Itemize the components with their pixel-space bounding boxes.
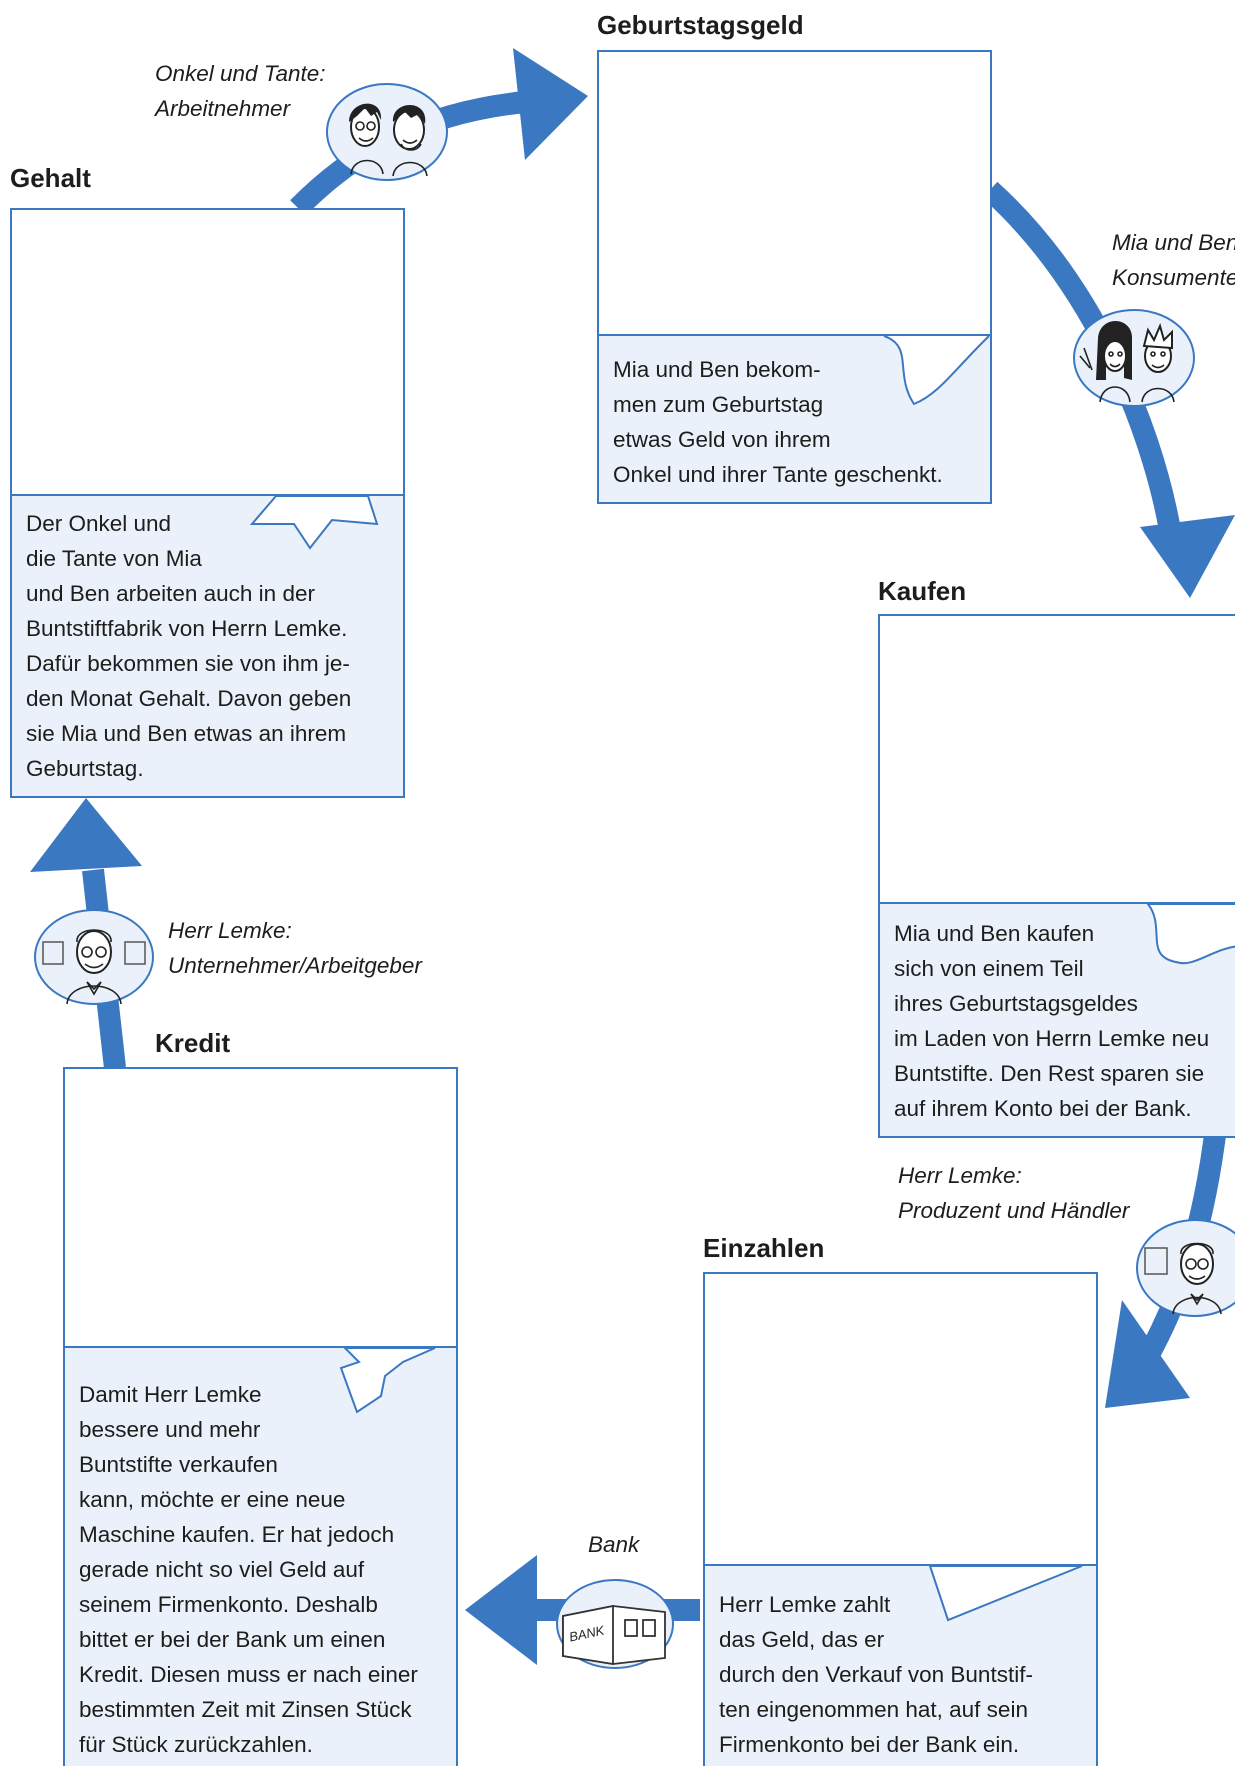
text-kredit: Damit Herr Lemke bessere und mehr Buntst… [79,1382,418,1757]
caption-gehalt: Der Onkel und die Tante von Mia und Ben … [12,494,403,796]
arrowhead-geburtstagsgeld [513,48,588,160]
panel-einzahlen: Herr Lemke zahlt das Geld, das er durch … [703,1272,1098,1766]
title-gehalt: Gehalt [10,163,91,193]
herr-lemke-portrait-icon [34,909,154,1005]
panel-kredit: Damit Herr Lemke bessere und mehr Buntst… [63,1067,458,1766]
arrowhead-einzahlen [1105,1300,1190,1408]
role-mia-ben: Mia und Ben: Konsumenten [1112,230,1235,290]
speech-notch [1145,903,1235,965]
text-einzahlen: Herr Lemke zahlt das Geld, das er durch … [719,1592,1033,1757]
bank-sign: BANK [568,1622,607,1644]
bank-building-icon: BANK [556,1579,674,1669]
speech-notch [249,495,379,550]
panel-gehalt: Der Onkel und die Tante von Mia und Ben … [10,208,405,798]
caption-kaufen: Mia und Ben kaufen sich von einem Teil i… [880,902,1235,1136]
title-einzahlen: Einzahlen [703,1233,825,1263]
panel-kaufen: Mia und Ben kaufen sich von einem Teil i… [878,614,1235,1138]
title-kaufen: Kaufen [878,576,967,606]
title-geburtstagsgeld: Geburtstagsgeld [597,10,804,40]
speech-notch [339,1347,436,1414]
role-bank: Bank [588,1532,640,1557]
herr-lemke-portrait-icon [1136,1219,1235,1317]
role-onkel-tante: Onkel und Tante: Arbeitnehmer [155,61,326,121]
text-kaufen: Mia und Ben kaufen sich von einem Teil i… [894,921,1210,1121]
speech-notch [928,1565,1083,1622]
role-lemke-unternehmer: Herr Lemke: Unternehmer/Arbeitgeber [168,918,422,978]
caption-einzahlen: Herr Lemke zahlt das Geld, das er durch … [705,1564,1096,1766]
caption-kredit: Damit Herr Lemke bessere und mehr Buntst… [65,1346,456,1766]
text-geburtstagsgeld: Mia und Ben bekom- men zum Geburtstag et… [613,357,943,487]
role-lemke-produzent: Herr Lemke: Produzent und Händler [898,1163,1130,1223]
mia-ben-portrait-icon [1073,309,1195,407]
arrowhead-kredit [465,1555,537,1665]
uncle-aunt-portrait-icon [326,83,448,181]
arrowhead-kaufen [1140,515,1235,598]
panel-geburtstagsgeld: Mia und Ben bekom- men zum Geburtstag et… [597,50,992,504]
speech-notch [883,335,990,406]
arrowhead-gehalt [30,798,142,872]
caption-geburtstagsgeld: Mia und Ben bekom- men zum Geburtstag et… [599,334,990,502]
text-gehalt: Der Onkel und die Tante von Mia und Ben … [26,511,352,781]
title-kredit: Kredit [155,1028,231,1058]
